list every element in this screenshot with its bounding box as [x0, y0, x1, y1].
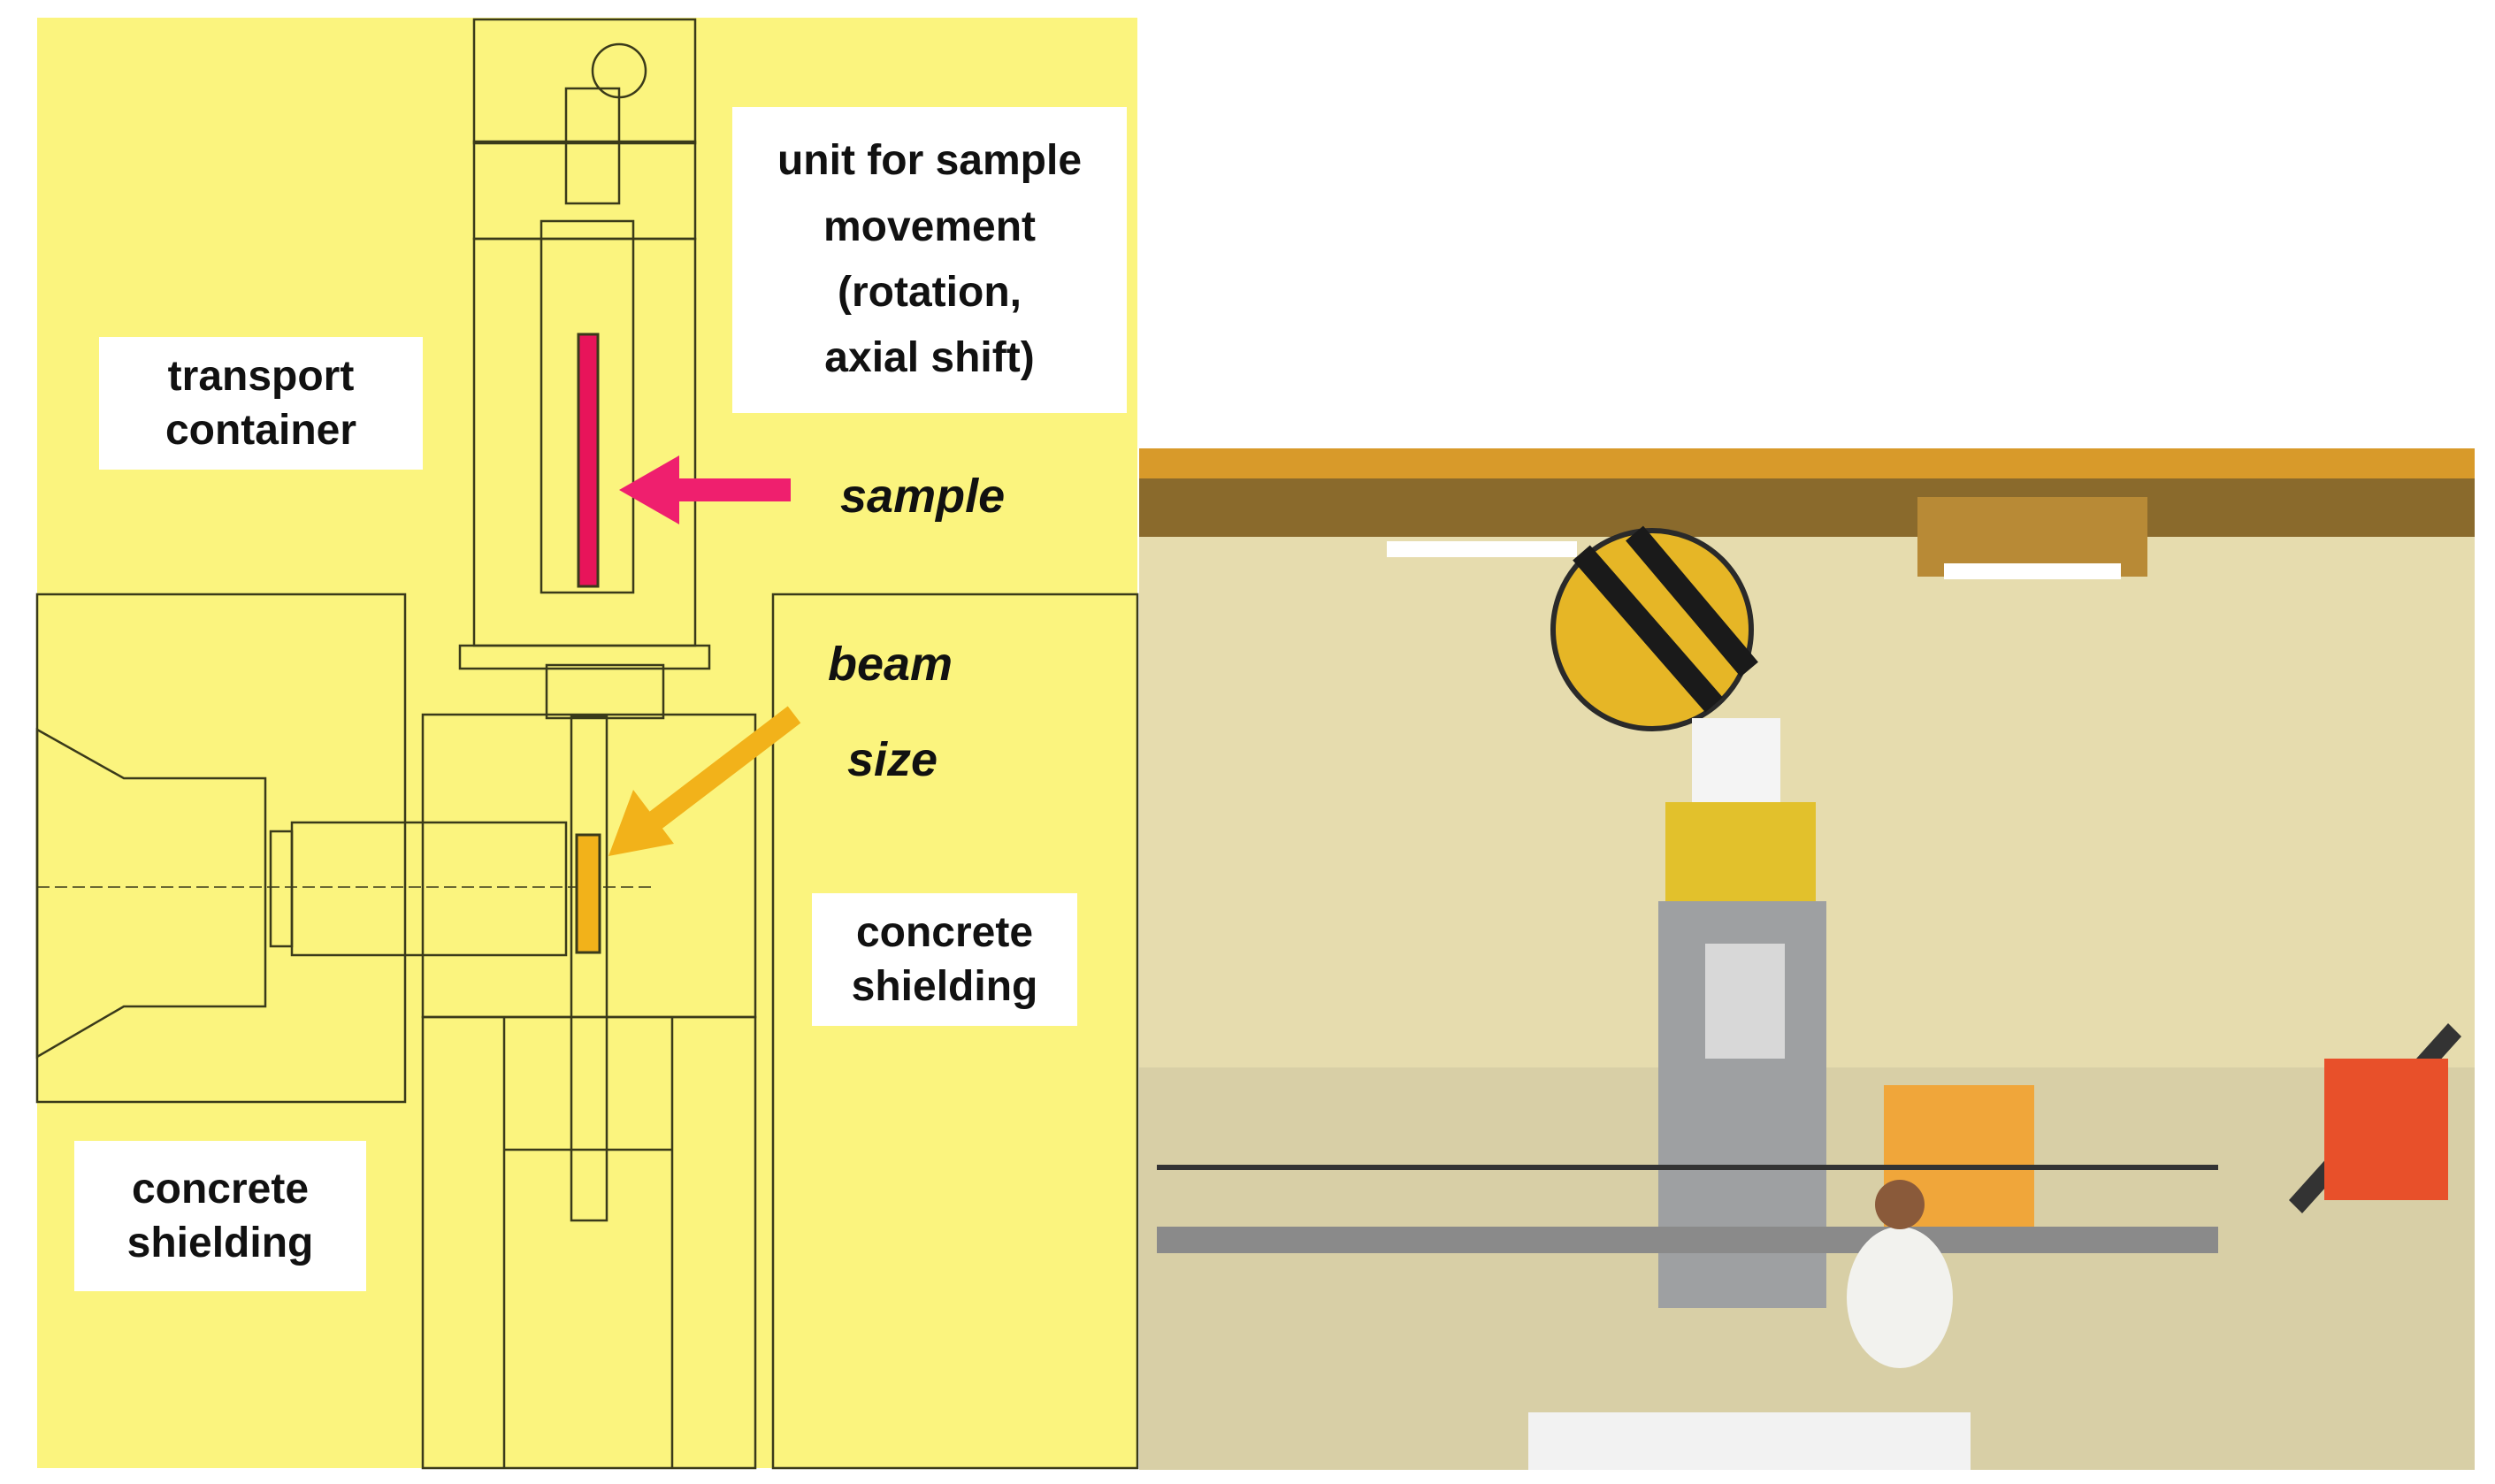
beam-annotation-line1: beam: [828, 638, 953, 691]
label-line: movement: [823, 203, 1037, 250]
container-top: [472, 18, 697, 145]
sample-movement-unit-label: unit for sample movement (rotation, axia…: [732, 107, 1127, 413]
label-line: unit for sample: [777, 137, 1083, 185]
beam-size-bar: [575, 833, 601, 954]
sample-arrow: [619, 455, 791, 524]
railing: [1157, 1165, 2218, 1170]
container-flange: [458, 644, 711, 670]
worker-head: [1875, 1180, 1925, 1229]
label-line: (rotation,: [838, 269, 1022, 316]
beam-port-funnel: [35, 727, 267, 1059]
label-line: concrete: [131, 1165, 310, 1212]
label-line: shielding: [851, 963, 1038, 1010]
orange-equipment: [2324, 1059, 2448, 1200]
facility-photo: [1139, 448, 2475, 1470]
worker: [1847, 1227, 1953, 1368]
platform: [1157, 1227, 2218, 1253]
beam-arrow: [608, 706, 801, 856]
sample-annotation: sample: [840, 470, 1006, 523]
coupling-block: [545, 663, 665, 720]
inner-tube: [540, 219, 635, 594]
beam-flange: [269, 830, 294, 948]
container-label-plate: [1705, 944, 1785, 1059]
right-shielding-outline: [771, 593, 1139, 1470]
hook-stripe: [1573, 545, 1723, 713]
concrete-shielding-label-right: concrete shielding: [812, 893, 1077, 1026]
label-line: concrete: [855, 908, 1034, 956]
equipment-base: [1528, 1412, 1971, 1470]
lower-frame: [421, 1015, 757, 1470]
label-line: transport: [167, 352, 355, 400]
transport-container-label: transport container: [99, 337, 423, 470]
hook-stripe: [1626, 525, 1758, 677]
sample-rod: [570, 715, 608, 1222]
label-line: axial shift): [824, 334, 1035, 382]
ceiling-light: [1387, 541, 1577, 557]
crane-beam: [1139, 448, 2475, 478]
yellow-collar: [1665, 802, 1816, 904]
ceiling-light: [1944, 563, 2121, 579]
sample-bar: [577, 333, 600, 588]
label-line: container: [165, 407, 357, 454]
beam-annotation-line2: size: [847, 733, 938, 786]
drive-detail: [564, 87, 621, 205]
concrete-shielding-label-left: concrete shielding: [74, 1141, 366, 1291]
label-line: shielding: [126, 1220, 314, 1266]
